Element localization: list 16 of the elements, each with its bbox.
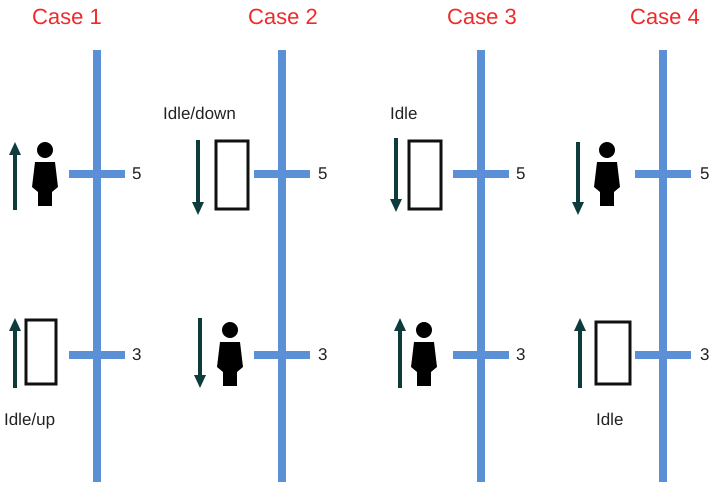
status-label: Idle bbox=[596, 410, 624, 430]
case-heading: Case 1 bbox=[32, 4, 102, 30]
case-heading: Case 4 bbox=[630, 4, 700, 30]
floor-number: 3 bbox=[700, 345, 710, 365]
floor-number: 5 bbox=[700, 164, 710, 184]
floor-number: 3 bbox=[516, 345, 526, 365]
floor-number: 5 bbox=[132, 164, 142, 184]
floor-number: 3 bbox=[132, 345, 142, 365]
status-label: Idle/up bbox=[4, 410, 56, 430]
floor-number: 5 bbox=[516, 164, 526, 184]
floor-number: 5 bbox=[318, 164, 328, 184]
case-heading: Case 2 bbox=[248, 4, 318, 30]
status-label: Idle bbox=[390, 104, 418, 124]
floor-number: 3 bbox=[318, 345, 328, 365]
case-heading: Case 3 bbox=[447, 4, 517, 30]
status-label: Idle/down bbox=[163, 104, 236, 124]
